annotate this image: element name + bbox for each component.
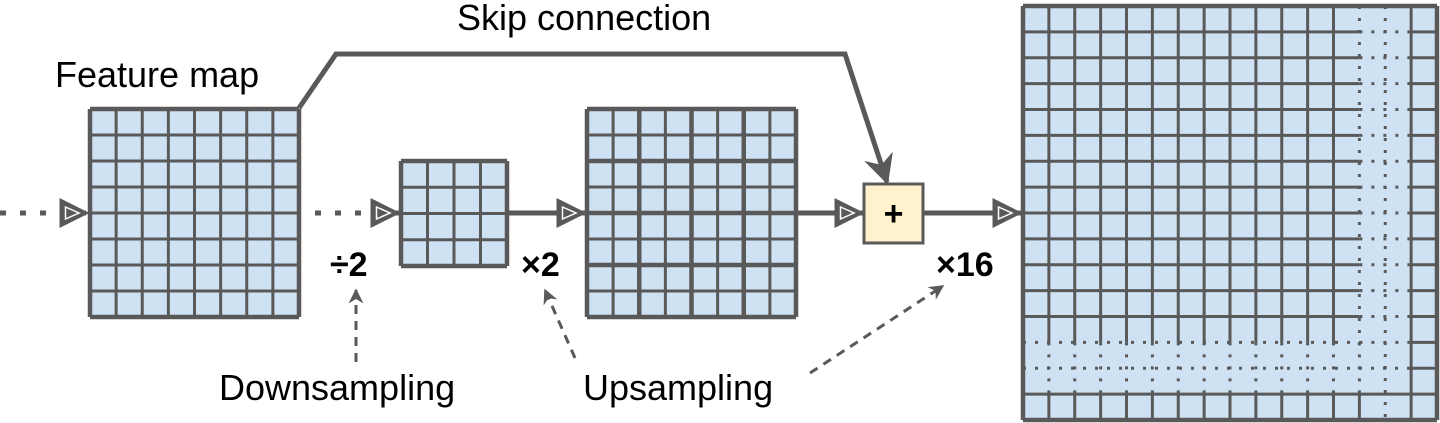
output-grid: [1020, 3, 1440, 423]
upsampled-grid: [584, 106, 799, 320]
feature-map-grid: [87, 106, 302, 320]
skip-connection-arrow: [296, 51, 893, 185]
downsampled-grid: [398, 158, 510, 269]
downsample-op-label: ÷2: [330, 246, 368, 284]
upsampling-pointer-arrow-x2: [543, 288, 577, 359]
upsampling-pointer-arrow-x16: [809, 284, 945, 375]
feature-map-label: Feature map: [55, 54, 259, 95]
downsampling-label: Downsampling: [219, 367, 455, 408]
skip-connection-label: Skip connection: [457, 0, 711, 38]
add-symbol: +: [884, 195, 904, 233]
upsampling-label: Upsampling: [583, 367, 773, 408]
upsample-op-label: ×2: [521, 246, 560, 284]
add-operation-box: +: [862, 182, 925, 245]
final-upsample-op-label: ×16: [936, 246, 994, 284]
